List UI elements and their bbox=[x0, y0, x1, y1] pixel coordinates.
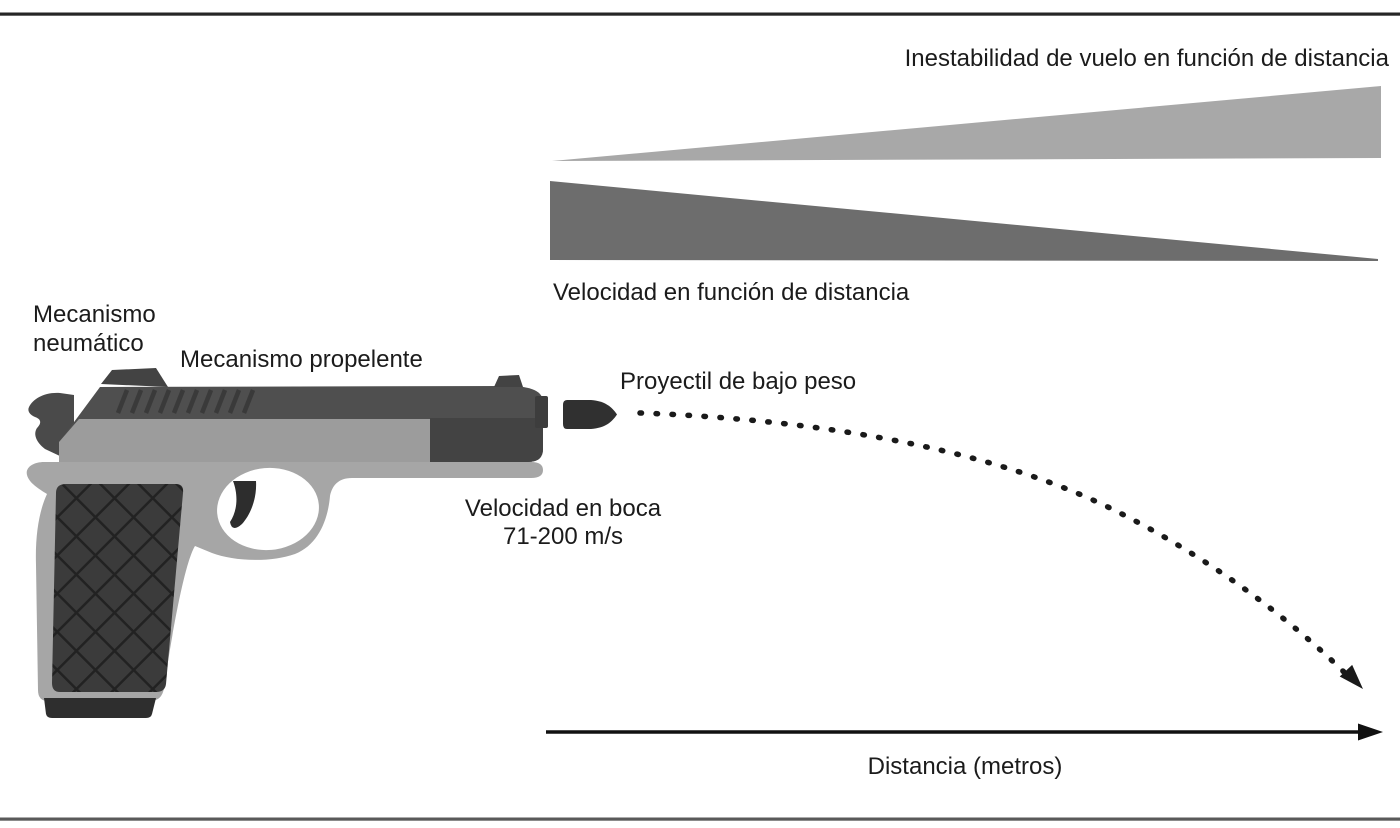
top-rule bbox=[0, 12, 1400, 16]
pistol-slide-front-block bbox=[430, 418, 543, 462]
trajectory-arrowhead-icon bbox=[1339, 664, 1363, 689]
propellant-mechanism-label: Mecanismo propelente bbox=[180, 346, 423, 373]
pistol-muzzle bbox=[535, 396, 548, 428]
pistol-band bbox=[59, 419, 430, 462]
pistol-rear-sight bbox=[101, 368, 168, 387]
pistol-front-sight bbox=[494, 375, 523, 387]
bottom-rule bbox=[0, 817, 1400, 821]
pistol-magazine-base bbox=[44, 698, 156, 718]
trajectory-dotted-path bbox=[637, 410, 1353, 681]
pneumatic-mechanism-label-line1: Mecanismo bbox=[33, 301, 156, 328]
pistol-trigger bbox=[230, 481, 257, 529]
muzzle-velocity-label-line2: 71-200 m/s bbox=[503, 523, 623, 550]
pneumatic-mechanism-label-line2: neumático bbox=[33, 330, 144, 357]
distance-axis-label: Distancia (metros) bbox=[868, 753, 1063, 780]
slide-serrations bbox=[115, 389, 256, 414]
instability-label: Inestabilidad de vuelo en función de dis… bbox=[905, 45, 1390, 72]
velocity-distance-label: Velocidad en función de distancia bbox=[553, 279, 910, 306]
velocity-wedge bbox=[550, 181, 1378, 261]
pistol-grip-panel bbox=[52, 484, 184, 692]
bullet-icon bbox=[563, 400, 617, 429]
distance-axis-arrowhead-icon bbox=[1358, 723, 1383, 741]
projectile-label: Proyectil de bajo peso bbox=[620, 368, 856, 395]
pistol-illustration bbox=[26, 368, 548, 718]
muzzle-velocity-label-line1: Velocidad en boca bbox=[465, 495, 662, 522]
instability-wedge bbox=[552, 86, 1381, 161]
